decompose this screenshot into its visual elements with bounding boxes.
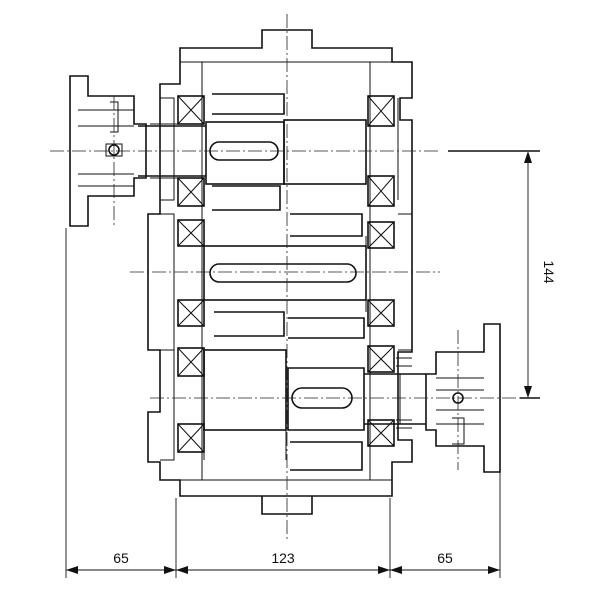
input-flange-left bbox=[69, 75, 206, 227]
dimension-bottom: 65 123 65 bbox=[65, 228, 501, 578]
bearing-top-right bbox=[367, 95, 395, 207]
bearing-bottom-right bbox=[367, 345, 395, 447]
bearing-bottom-left bbox=[177, 347, 205, 453]
bearing-mid-left bbox=[177, 219, 205, 327]
dimension-label-right-65: 65 bbox=[437, 550, 453, 566]
dimension-label-left-65: 65 bbox=[113, 550, 129, 566]
center-lines bbox=[50, 14, 520, 540]
bearing-top-left bbox=[177, 95, 205, 207]
bearing-mid-right bbox=[367, 221, 395, 327]
gear-train bbox=[203, 93, 367, 471]
dimension-label-123: 123 bbox=[271, 550, 295, 566]
bearings bbox=[150, 95, 412, 453]
dimension-label-144: 144 bbox=[541, 260, 557, 284]
dimension-center-distance: 144 bbox=[448, 150, 557, 399]
housing-outline bbox=[147, 29, 413, 515]
